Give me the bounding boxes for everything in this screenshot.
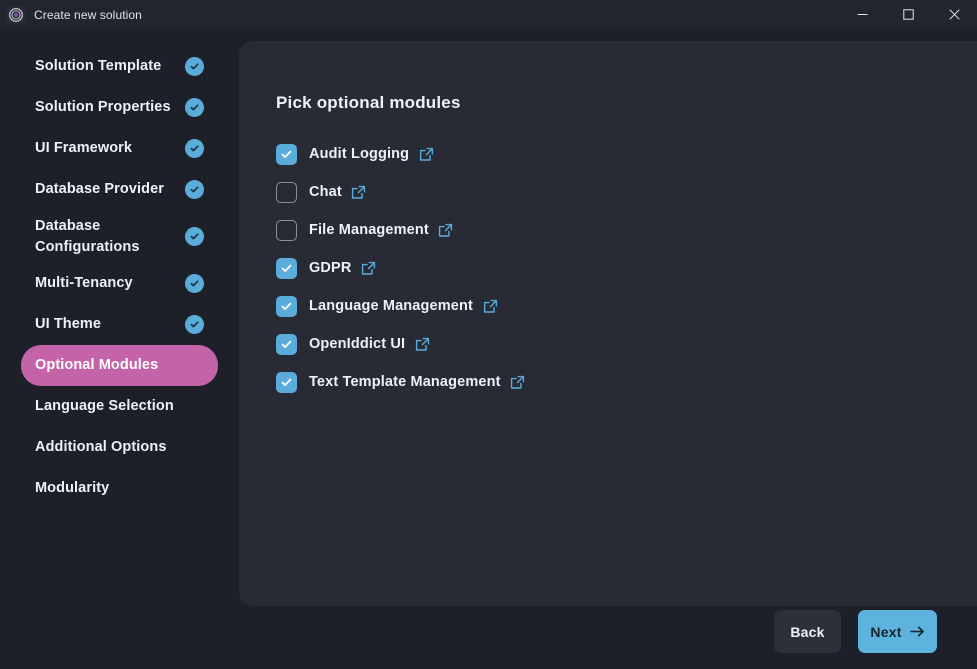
external-link-icon[interactable]	[510, 374, 526, 390]
window-controls	[839, 0, 977, 29]
close-icon[interactable]	[931, 0, 977, 29]
sidebar-item-label: UI Theme	[35, 316, 102, 333]
module-row-file-management[interactable]: File Management	[276, 211, 977, 249]
sidebar-item-label: Language Selection	[35, 398, 174, 415]
next-button[interactable]: Next	[858, 610, 937, 653]
sidebar-item-database-configurations[interactable]: Database Configurations	[21, 210, 218, 263]
step-complete-check-icon	[185, 57, 204, 76]
sidebar-item-database-provider[interactable]: Database Provider	[21, 169, 218, 210]
maximize-icon[interactable]	[885, 0, 931, 29]
sidebar-item-label: Optional Modules	[35, 357, 159, 374]
sidebar-item-optional-modules[interactable]: Optional Modules	[21, 345, 218, 387]
abp-logo-icon	[7, 5, 25, 24]
wizard-footer: Back Next	[0, 594, 977, 669]
sidebar-item-label: Solution Template	[35, 58, 162, 75]
sidebar-item-ui-theme[interactable]: UI Theme	[21, 304, 218, 345]
module-label: OpenIddict UI	[309, 336, 406, 352]
sidebar-item-label: Multi-Tenancy	[35, 275, 133, 292]
sidebar-item-ui-framework[interactable]: UI Framework	[21, 128, 218, 169]
wizard-step-sidebar: Solution Template Solution Properties UI…	[0, 29, 239, 594]
module-checkbox[interactable]	[276, 257, 297, 279]
external-link-icon[interactable]	[438, 222, 454, 238]
content-area: Pick optional modules Audit Logging	[239, 29, 977, 606]
step-complete-check-icon	[185, 315, 204, 335]
sidebar-item-solution-template[interactable]: Solution Template	[21, 46, 218, 87]
module-label: GDPR	[309, 260, 352, 276]
sidebar-item-additional-options[interactable]: Additional Options	[21, 427, 218, 468]
sidebar-item-label: Modularity	[35, 480, 110, 497]
module-checkbox[interactable]	[276, 333, 297, 355]
external-link-icon[interactable]	[418, 146, 434, 162]
module-label: Language Management	[309, 298, 473, 314]
external-link-icon[interactable]	[361, 260, 377, 276]
module-row-text-template-management[interactable]: Text Template Management	[276, 363, 977, 401]
title-bar: Create new solution	[0, 0, 977, 29]
step-complete-check-icon	[185, 274, 204, 294]
step-complete-check-icon	[185, 139, 204, 158]
sidebar-item-modularity[interactable]: Modularity	[21, 468, 218, 509]
step-complete-check-icon	[185, 180, 204, 199]
module-label: Text Template Management	[309, 374, 501, 390]
module-checkbox[interactable]	[276, 143, 297, 165]
sidebar-item-language-selection[interactable]: Language Selection	[21, 386, 218, 427]
window-title: Create new solution	[34, 7, 142, 22]
arrow-right-icon	[909, 625, 925, 638]
module-list: Audit Logging Chat	[276, 135, 977, 401]
module-checkbox[interactable]	[276, 219, 297, 241]
sidebar-item-label: Database Provider	[35, 181, 165, 198]
module-row-language-management[interactable]: Language Management	[276, 287, 977, 325]
window-body: Solution Template Solution Properties UI…	[0, 29, 977, 606]
optional-modules-panel: Pick optional modules Audit Logging	[239, 41, 977, 606]
module-label: File Management	[309, 222, 429, 238]
sidebar-item-multi-tenancy[interactable]: Multi-Tenancy	[21, 263, 218, 304]
module-row-openiddict-ui[interactable]: OpenIddict UI	[276, 325, 977, 363]
module-label: Audit Logging	[309, 146, 410, 162]
external-link-icon[interactable]	[351, 184, 367, 200]
minimize-icon[interactable]	[839, 0, 885, 29]
external-link-icon[interactable]	[414, 336, 430, 352]
page-title: Pick optional modules	[276, 93, 461, 112]
module-checkbox[interactable]	[276, 181, 297, 203]
next-button-label: Next	[870, 623, 902, 640]
sidebar-item-label: Database Configurations	[35, 218, 140, 255]
module-checkbox[interactable]	[276, 371, 297, 393]
sidebar-item-label: Solution Properties	[35, 99, 171, 116]
module-row-gdpr[interactable]: GDPR	[276, 249, 977, 287]
sidebar-item-solution-properties[interactable]: Solution Properties	[21, 87, 218, 128]
module-row-chat[interactable]: Chat	[276, 173, 977, 211]
module-label: Chat	[309, 184, 342, 200]
sidebar-item-label: UI Framework	[35, 140, 133, 157]
external-link-icon[interactable]	[482, 298, 498, 314]
step-complete-check-icon	[185, 227, 204, 247]
module-row-audit-logging[interactable]: Audit Logging	[276, 135, 977, 173]
back-button[interactable]: Back	[774, 610, 841, 653]
sidebar-item-label: Additional Options	[35, 439, 167, 456]
module-checkbox[interactable]	[276, 295, 297, 317]
step-complete-check-icon	[185, 98, 204, 117]
